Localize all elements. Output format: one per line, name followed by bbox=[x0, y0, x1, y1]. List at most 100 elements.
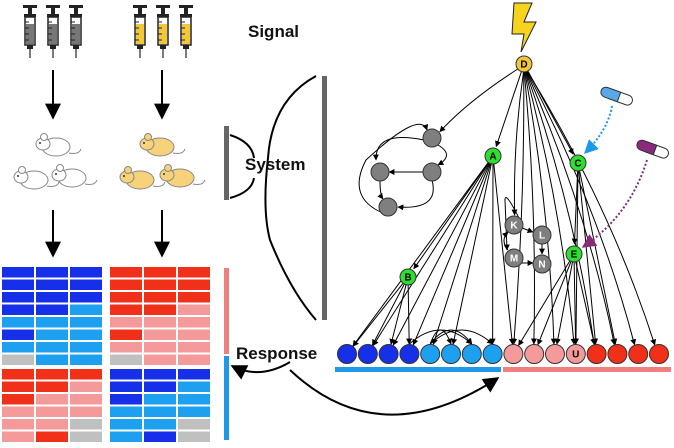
svg-text:A: A bbox=[489, 152, 496, 163]
network-edge bbox=[440, 69, 518, 132]
heatmap-cell bbox=[144, 407, 176, 418]
syringe-icon bbox=[46, 5, 60, 58]
heatmap-cell bbox=[178, 407, 210, 418]
response-node bbox=[400, 345, 419, 364]
heatmap-cell bbox=[70, 305, 102, 316]
heatmap-cell bbox=[178, 382, 210, 393]
node-c: C bbox=[570, 155, 586, 171]
network-edge bbox=[373, 163, 489, 346]
heatmap-cell bbox=[36, 369, 68, 380]
heatmap-cell bbox=[110, 317, 142, 328]
heatmap-cell bbox=[110, 280, 142, 291]
heatmap-cell bbox=[178, 330, 210, 341]
gray-module-left bbox=[359, 124, 446, 216]
svg-text:E: E bbox=[571, 250, 578, 261]
response-label: Response bbox=[236, 344, 317, 364]
svg-text:K: K bbox=[510, 221, 518, 232]
heatmap-cell bbox=[2, 280, 34, 291]
heatmap-cell bbox=[110, 330, 142, 341]
heatmap-cell bbox=[144, 355, 176, 366]
drug-purple bbox=[583, 139, 670, 247]
heatmap-cell bbox=[70, 419, 102, 430]
heatmap-cell bbox=[144, 330, 176, 341]
heatmap-cell bbox=[144, 419, 176, 430]
heatmap-cell bbox=[144, 369, 176, 380]
response-node bbox=[421, 345, 440, 364]
heatmap-cell bbox=[70, 330, 102, 341]
heatmap-cell bbox=[70, 382, 102, 393]
network-edge bbox=[538, 261, 571, 344]
network-edges bbox=[353, 69, 655, 346]
heatmap-cell bbox=[178, 267, 210, 278]
syringe-icon bbox=[179, 5, 193, 58]
network-edge bbox=[574, 262, 575, 344]
heatmap-cell bbox=[2, 419, 34, 430]
heatmap-cell bbox=[2, 317, 34, 328]
heatmap-control bbox=[2, 267, 102, 443]
heatmap-cell bbox=[2, 407, 34, 418]
response-node bbox=[338, 345, 357, 364]
syringes-control bbox=[23, 5, 83, 58]
heatmap-cell bbox=[70, 407, 102, 418]
heatmap-cell bbox=[178, 432, 210, 443]
heatmap-cell bbox=[36, 305, 68, 316]
heatmap-cell bbox=[110, 342, 142, 353]
network-edge bbox=[580, 171, 616, 344]
gray-node: K bbox=[505, 216, 523, 234]
heatmap-cell bbox=[36, 394, 68, 405]
heatmap-cell bbox=[144, 267, 176, 278]
heatmap-cell bbox=[36, 382, 68, 393]
network-edge bbox=[414, 163, 489, 269]
response-node bbox=[608, 345, 627, 364]
heatmap-cell bbox=[2, 342, 34, 353]
heatmap-cell bbox=[70, 267, 102, 278]
heatmap-cell bbox=[144, 280, 176, 291]
mouse-icon bbox=[120, 167, 165, 190]
svg-text:D: D bbox=[520, 60, 527, 71]
network-edge bbox=[408, 285, 409, 344]
heatmap-cell bbox=[70, 355, 102, 366]
syringes-treated bbox=[133, 5, 193, 58]
svg-text:U: U bbox=[572, 350, 579, 361]
heatmap-cell bbox=[36, 432, 68, 443]
signal-label: Signal bbox=[248, 22, 299, 42]
system-bar-large bbox=[322, 76, 327, 320]
mouse-icon bbox=[36, 134, 81, 157]
heatmap-cell bbox=[178, 342, 210, 353]
response-node: U bbox=[566, 345, 585, 364]
node-e: E bbox=[566, 246, 582, 262]
heatmap-cell bbox=[110, 419, 142, 430]
response-bar-red bbox=[224, 268, 229, 354]
syringe-icon bbox=[133, 5, 147, 58]
heatmap-cell bbox=[144, 394, 176, 405]
network-edge bbox=[353, 162, 488, 346]
node-d: D bbox=[516, 56, 532, 72]
heatmap-cell bbox=[178, 369, 210, 380]
heatmap-cell bbox=[70, 280, 102, 291]
heatmap-cell bbox=[110, 407, 142, 418]
response-bar-red-bottom bbox=[503, 367, 671, 372]
heatmap-cell bbox=[178, 419, 210, 430]
svg-text:B: B bbox=[404, 273, 411, 284]
heatmap-cell bbox=[36, 280, 68, 291]
heatmap-cell bbox=[70, 432, 102, 443]
heatmap-cell bbox=[144, 292, 176, 303]
heatmap-cell bbox=[178, 317, 210, 328]
heatmap-cell bbox=[2, 267, 34, 278]
gray-node bbox=[379, 198, 397, 216]
svg-text:L: L bbox=[539, 231, 545, 242]
heatmap-cell bbox=[70, 394, 102, 405]
gray-node bbox=[423, 129, 441, 147]
response-node bbox=[483, 345, 502, 364]
heatmap-cell bbox=[110, 369, 142, 380]
response-node bbox=[358, 345, 377, 364]
network-edge bbox=[353, 283, 403, 346]
syringe-icon bbox=[69, 5, 83, 58]
heatmap-cell bbox=[36, 407, 68, 418]
network-edge bbox=[524, 72, 534, 344]
mice-treated bbox=[120, 134, 205, 190]
heatmap-cell bbox=[178, 280, 210, 291]
heatmap-cell bbox=[144, 382, 176, 393]
svg-text:N: N bbox=[538, 260, 545, 271]
